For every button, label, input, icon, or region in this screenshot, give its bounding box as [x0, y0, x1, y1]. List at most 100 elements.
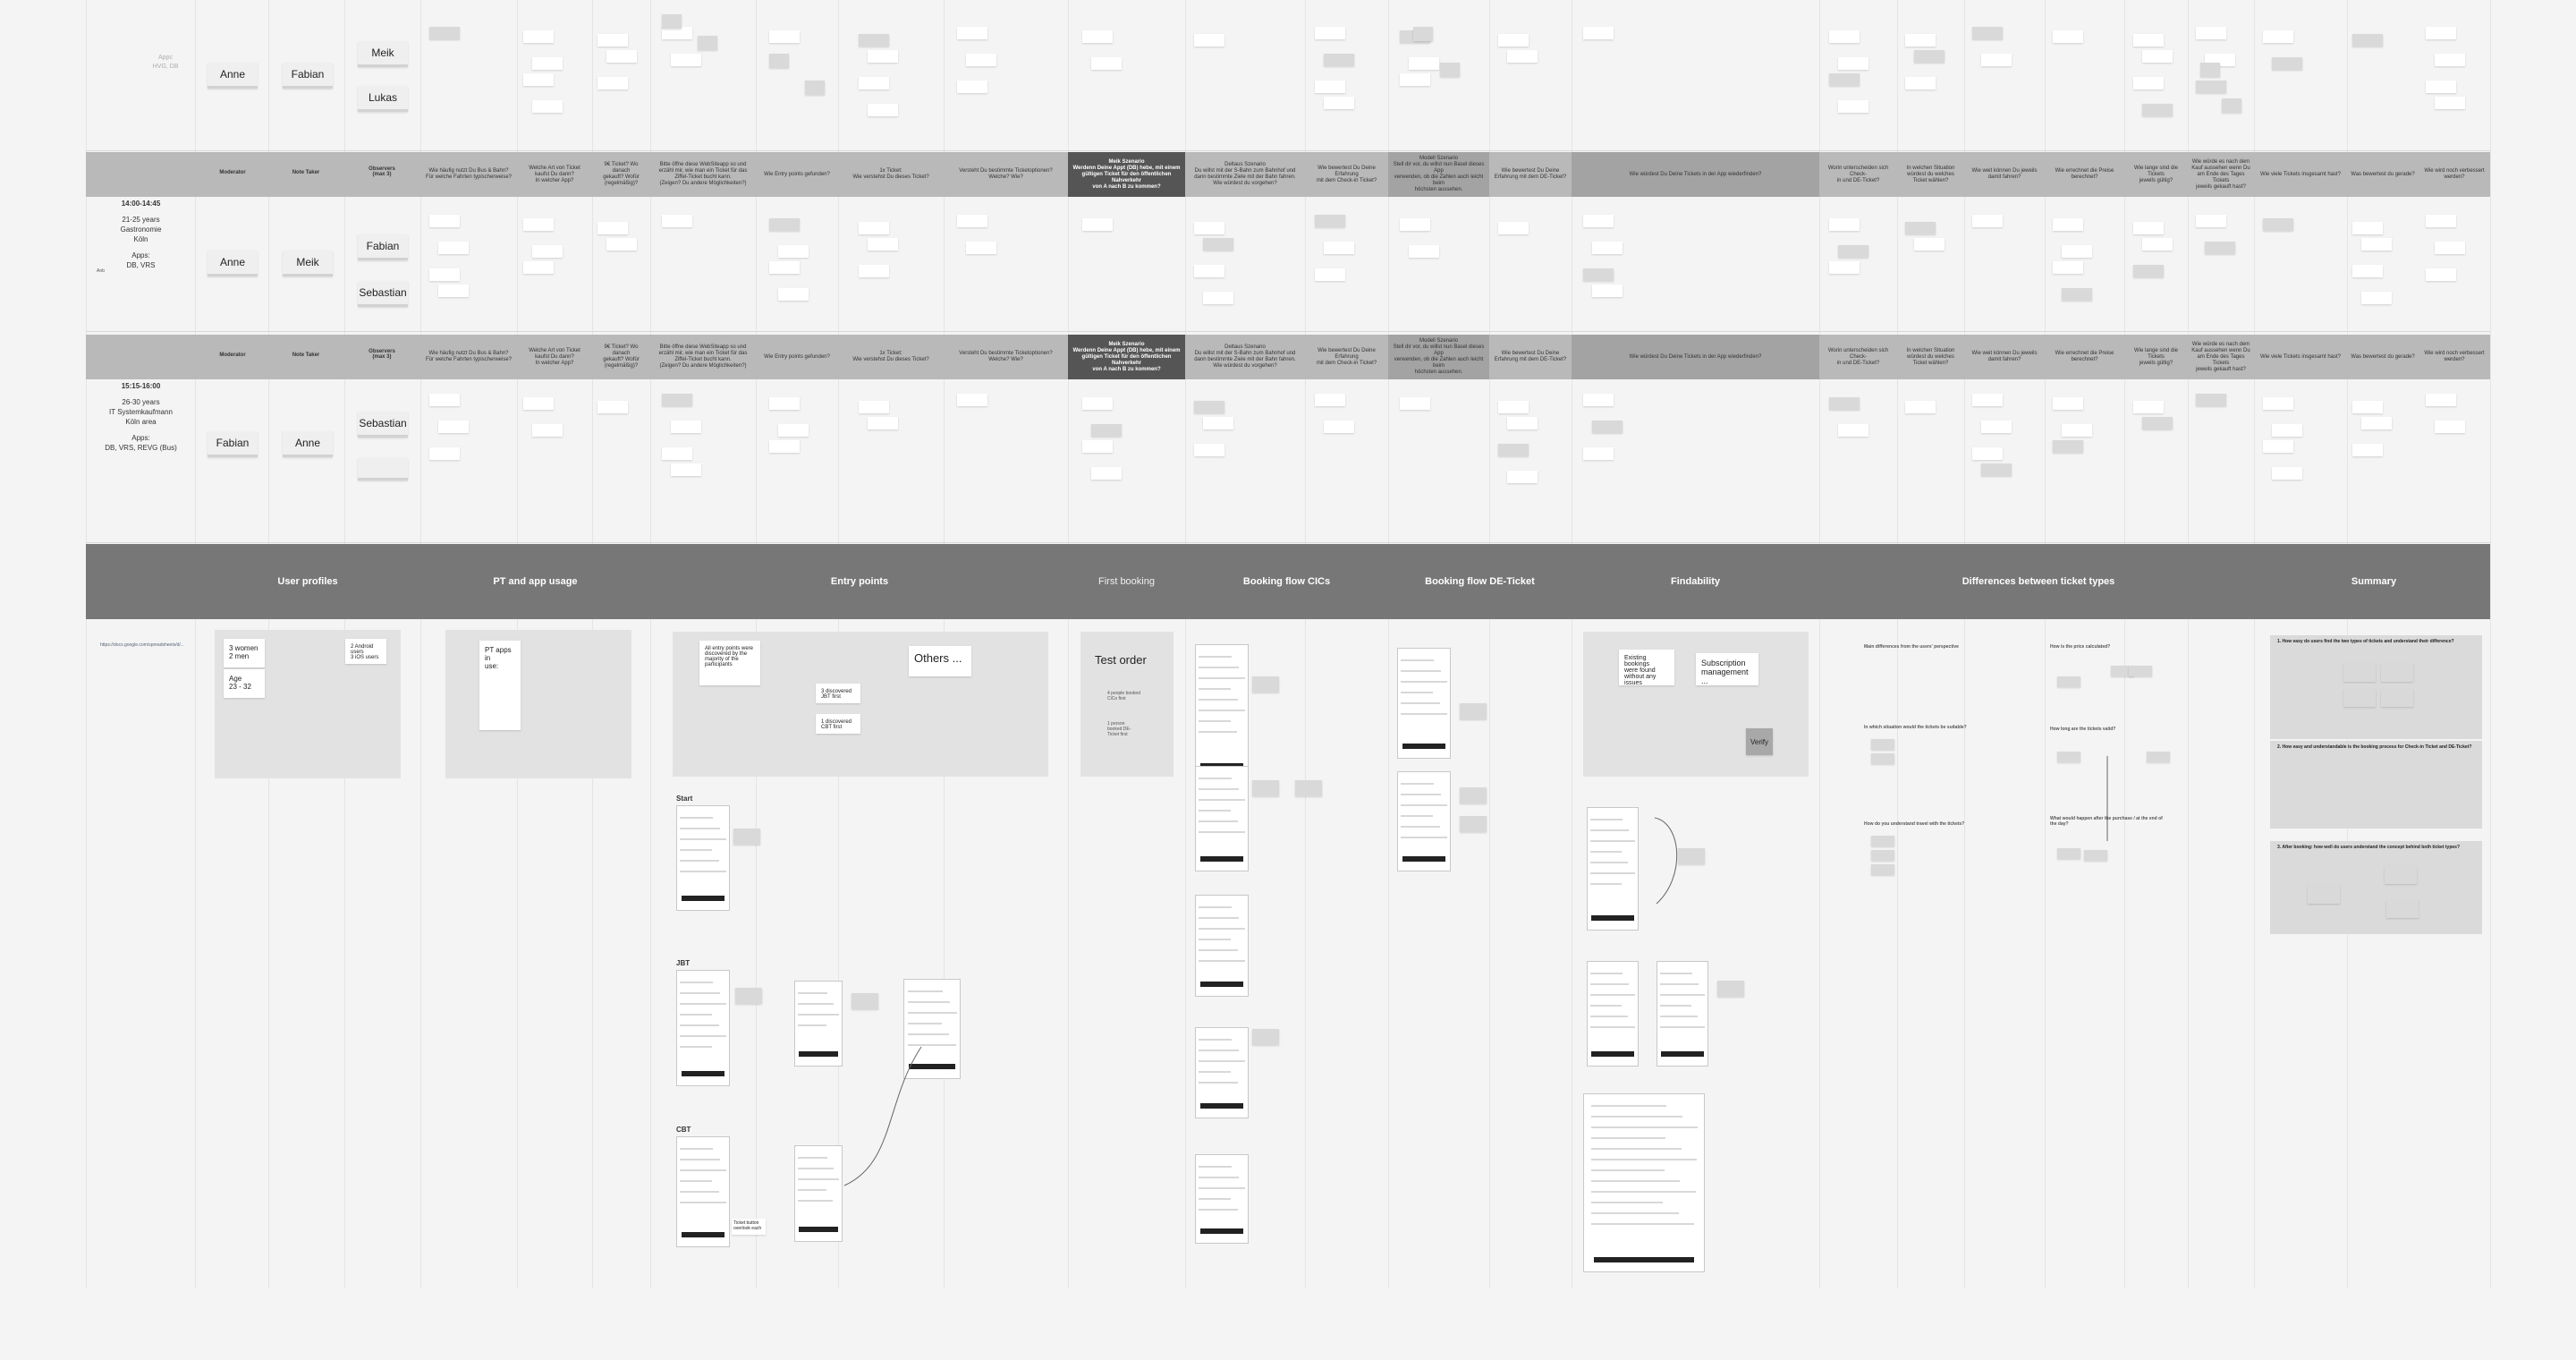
- research-sticky[interactable]: [429, 268, 460, 281]
- research-sticky[interactable]: [2053, 397, 2083, 410]
- research-sticky[interactable]: [859, 34, 889, 47]
- research-sticky[interactable]: [671, 54, 701, 66]
- research-sticky[interactable]: [662, 447, 692, 460]
- research-sticky[interactable]: [2272, 57, 2302, 70]
- research-sticky[interactable]: [2435, 242, 2465, 254]
- entry-note-jbt[interactable]: 3 discovered JBT first: [816, 684, 860, 703]
- row1-observer-card-1[interactable]: Fabian: [358, 234, 408, 260]
- research-sticky[interactable]: [1583, 268, 1614, 281]
- research-sticky[interactable]: [2062, 424, 2092, 437]
- research-sticky[interactable]: [532, 57, 563, 70]
- research-sticky[interactable]: [2426, 394, 2456, 406]
- research-sticky[interactable]: [2053, 261, 2083, 274]
- difference-sticky[interactable]: [2147, 752, 2170, 762]
- annotation-sticky[interactable]: [1460, 703, 1487, 719]
- wireframe-screen[interactable]: [1195, 1027, 1249, 1118]
- research-sticky[interactable]: [1203, 238, 1233, 251]
- findability-note-existing[interactable]: Existing bookings were found without any…: [1619, 650, 1674, 686]
- research-sticky[interactable]: [1914, 238, 1945, 251]
- research-sticky[interactable]: [1981, 421, 2012, 433]
- summary-sticky[interactable]: [2381, 664, 2413, 682]
- research-sticky[interactable]: [868, 104, 898, 116]
- annotation-sticky[interactable]: [1460, 787, 1487, 803]
- research-sticky[interactable]: [606, 238, 637, 251]
- research-sticky[interactable]: [2196, 27, 2226, 39]
- research-sticky[interactable]: [1972, 215, 2003, 227]
- annotation-sticky[interactable]: [733, 829, 760, 845]
- research-sticky[interactable]: [1400, 73, 1430, 86]
- research-sticky[interactable]: [597, 401, 628, 413]
- research-sticky[interactable]: [1972, 447, 2003, 460]
- research-sticky[interactable]: [2263, 218, 2293, 231]
- research-sticky[interactable]: [1507, 50, 1538, 63]
- wireframe-screen[interactable]: [1195, 766, 1249, 871]
- row0-observer-card-1[interactable]: Meik: [358, 41, 408, 67]
- research-sticky[interactable]: [1507, 471, 1538, 483]
- wireframe-screen[interactable]: [1583, 1093, 1705, 1272]
- research-sticky[interactable]: [1498, 401, 1529, 413]
- difference-sticky[interactable]: [1871, 836, 1894, 846]
- research-sticky[interactable]: [1914, 50, 1945, 63]
- research-sticky[interactable]: [769, 397, 800, 410]
- research-sticky[interactable]: [2426, 27, 2456, 39]
- research-sticky[interactable]: [1829, 261, 1860, 274]
- entry-note-others[interactable]: Others ...: [909, 646, 971, 676]
- research-sticky[interactable]: [532, 424, 563, 437]
- row2-observer-card-1[interactable]: Sebastian: [358, 412, 408, 438]
- research-sticky[interactable]: [1315, 27, 1345, 39]
- research-sticky[interactable]: [2272, 424, 2302, 437]
- research-sticky[interactable]: [1498, 34, 1529, 47]
- research-sticky[interactable]: [1324, 97, 1354, 109]
- research-sticky[interactable]: [429, 215, 460, 227]
- research-sticky[interactable]: [532, 100, 563, 113]
- research-sticky[interactable]: [523, 30, 554, 43]
- research-sticky[interactable]: [2426, 215, 2456, 227]
- row2-notetaker-card[interactable]: Anne: [283, 431, 333, 457]
- wireframe-screen[interactable]: [794, 1145, 843, 1242]
- wireframe-screen[interactable]: [794, 981, 843, 1067]
- research-sticky[interactable]: [769, 30, 800, 43]
- annotation-sticky[interactable]: [735, 988, 762, 1004]
- research-sticky[interactable]: [1091, 424, 1122, 437]
- entry-note-cbt[interactable]: 1 discovered CBT first: [816, 714, 860, 734]
- profiles-note-os[interactable]: 2 Android users 3 iOS users: [345, 639, 386, 664]
- annotation-sticky[interactable]: [1252, 1029, 1279, 1045]
- research-sticky[interactable]: [957, 27, 987, 39]
- research-sticky[interactable]: [1498, 444, 1529, 456]
- difference-sticky[interactable]: [2057, 848, 2080, 859]
- research-sticky[interactable]: [1583, 215, 1614, 227]
- research-sticky[interactable]: [1829, 218, 1860, 231]
- research-sticky[interactable]: [769, 261, 800, 274]
- research-sticky[interactable]: [859, 77, 889, 89]
- research-sticky[interactable]: [438, 242, 469, 254]
- difference-sticky[interactable]: [2129, 666, 2152, 676]
- research-sticky[interactable]: [2361, 292, 2392, 304]
- research-sticky[interactable]: [1315, 81, 1345, 93]
- research-sticky[interactable]: [778, 245, 809, 258]
- research-sticky[interactable]: [2263, 440, 2293, 453]
- wireframe-screen[interactable]: [676, 805, 730, 911]
- research-sticky[interactable]: [662, 27, 692, 39]
- research-sticky[interactable]: [597, 222, 628, 234]
- summary-sticky[interactable]: [2386, 900, 2419, 918]
- research-sticky[interactable]: [1905, 77, 1936, 89]
- research-sticky[interactable]: [2352, 222, 2383, 234]
- research-sticky[interactable]: [1194, 265, 1224, 277]
- research-sticky[interactable]: [1829, 73, 1860, 86]
- research-sticky[interactable]: [1981, 463, 2012, 476]
- research-sticky[interactable]: [1194, 401, 1224, 413]
- research-sticky[interactable]: [966, 54, 996, 66]
- research-sticky[interactable]: [1400, 218, 1430, 231]
- wireframe-screen[interactable]: [903, 979, 961, 1079]
- research-sticky[interactable]: [1082, 30, 1113, 43]
- research-sticky[interactable]: [868, 238, 898, 251]
- research-sticky[interactable]: [429, 447, 460, 460]
- research-sticky[interactable]: [1082, 218, 1113, 231]
- difference-sticky[interactable]: [2084, 850, 2107, 861]
- summary-sticky[interactable]: [2343, 664, 2376, 682]
- research-sticky[interactable]: [2435, 54, 2465, 66]
- research-sticky[interactable]: [2142, 104, 2173, 116]
- row0-observer-card-2[interactable]: Lukas: [358, 86, 408, 112]
- research-sticky[interactable]: [606, 50, 637, 63]
- research-sticky[interactable]: [671, 463, 701, 476]
